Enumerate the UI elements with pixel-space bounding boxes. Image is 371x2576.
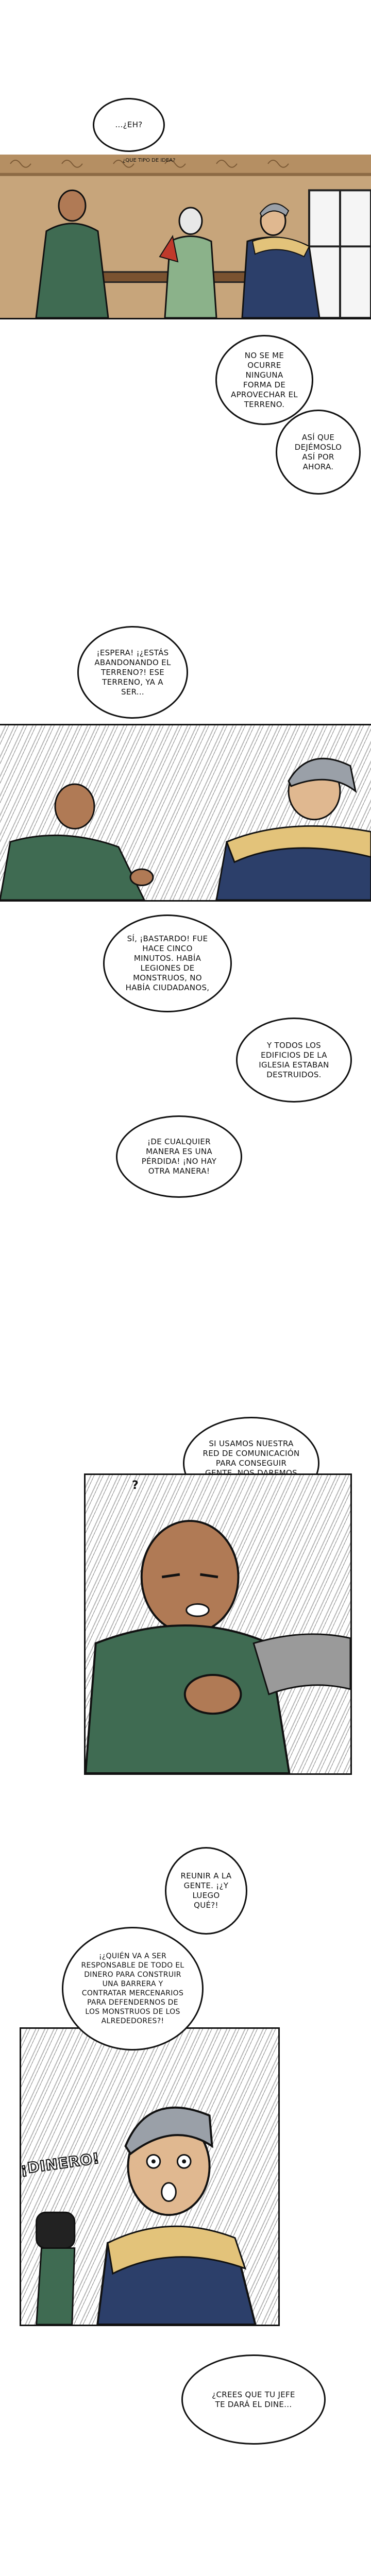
speech-text-10: ¡¿QUIÉN VA A SER RESPONSABLE DE TODO EL …: [81, 1952, 184, 2025]
speech-text-11: ¿CREES QUE TU JEFE TE DARÁ EL DINE...: [212, 2389, 295, 2409]
panel-shocked-man: ¡DINERO!: [20, 2027, 280, 2326]
speech-text-3: ASÍ QUE DEJÉMOSLO ASÍ POR AHORA.: [294, 432, 342, 471]
speech-bubble-2: NO SE ME OCURRE NINGUNA FORMA DE APROVEC…: [215, 335, 313, 425]
bald-man-illustration: [86, 1520, 350, 1773]
speech-text-7: ¡DE CUALQUIER MANERA ES UNA PÉRDIDA! ¡NO…: [141, 1137, 217, 1176]
speech-text-1: ...¿EH?: [115, 120, 143, 129]
confrontation-illustration: [0, 757, 371, 900]
speech-text-4: ¡ESPERA! ¡¿ESTÁS ABANDONANDO EL TERRENO?…: [94, 648, 171, 697]
speech-bubble-4: ¡ESPERA! ¡¿ESTÁS ABANDONANDO EL TERRENO?…: [77, 626, 188, 719]
speech-bubble-5: SÍ, ¡BASTARDO! FUE HACE CINCO MINUTOS. H…: [103, 914, 232, 1012]
speech-bubble-11: ¿CREES QUE TU JEFE TE DARÁ EL DINE...: [181, 2354, 326, 2445]
speech-text-5: SÍ, ¡BASTARDO! FUE HACE CINCO MINUTOS. H…: [125, 934, 210, 992]
panel-room-scene: ¿QUE TIPO DE IDEA?: [0, 155, 371, 319]
speech-bubble-7: ¡DE CUALQUIER MANERA ES UNA PÉRDIDA! ¡NO…: [116, 1115, 242, 1198]
speech-bubble-10: ¡¿QUIÉN VA A SER RESPONSABLE DE TODO EL …: [62, 1927, 204, 2050]
speech-bubble-1: ...¿EH?: [93, 98, 165, 152]
speech-bubble-3: ASÍ QUE DEJÉMOSLO ASÍ POR AHORA.: [276, 410, 361, 495]
shocked-man-illustration: [36, 2106, 257, 2325]
panel-confrontation: [0, 724, 371, 902]
panel-bald-man-closeup: ?: [84, 1473, 352, 1775]
speech-bubble-9: REUNIR A LA GENTE. ¡¿Y LUEGO QUÉ?!: [165, 1847, 247, 1935]
question-sfx: ?: [132, 1479, 139, 1492]
speech-bubble-6: Y TODOS LOS EDIFICIOS DE LA IGLESIA ESTA…: [236, 1018, 352, 1103]
speech-text-2: NO SE ME OCURRE NINGUNA FORMA DE APROVEC…: [231, 350, 298, 409]
speech-text-6: Y TODOS LOS EDIFICIOS DE LA IGLESIA ESTA…: [259, 1040, 329, 1079]
small-caption: ¿QUE TIPO DE IDEA?: [123, 158, 176, 163]
speech-text-9: REUNIR A LA GENTE. ¡¿Y LUEGO QUÉ?!: [180, 1871, 232, 1910]
room-illustration: [0, 155, 371, 318]
